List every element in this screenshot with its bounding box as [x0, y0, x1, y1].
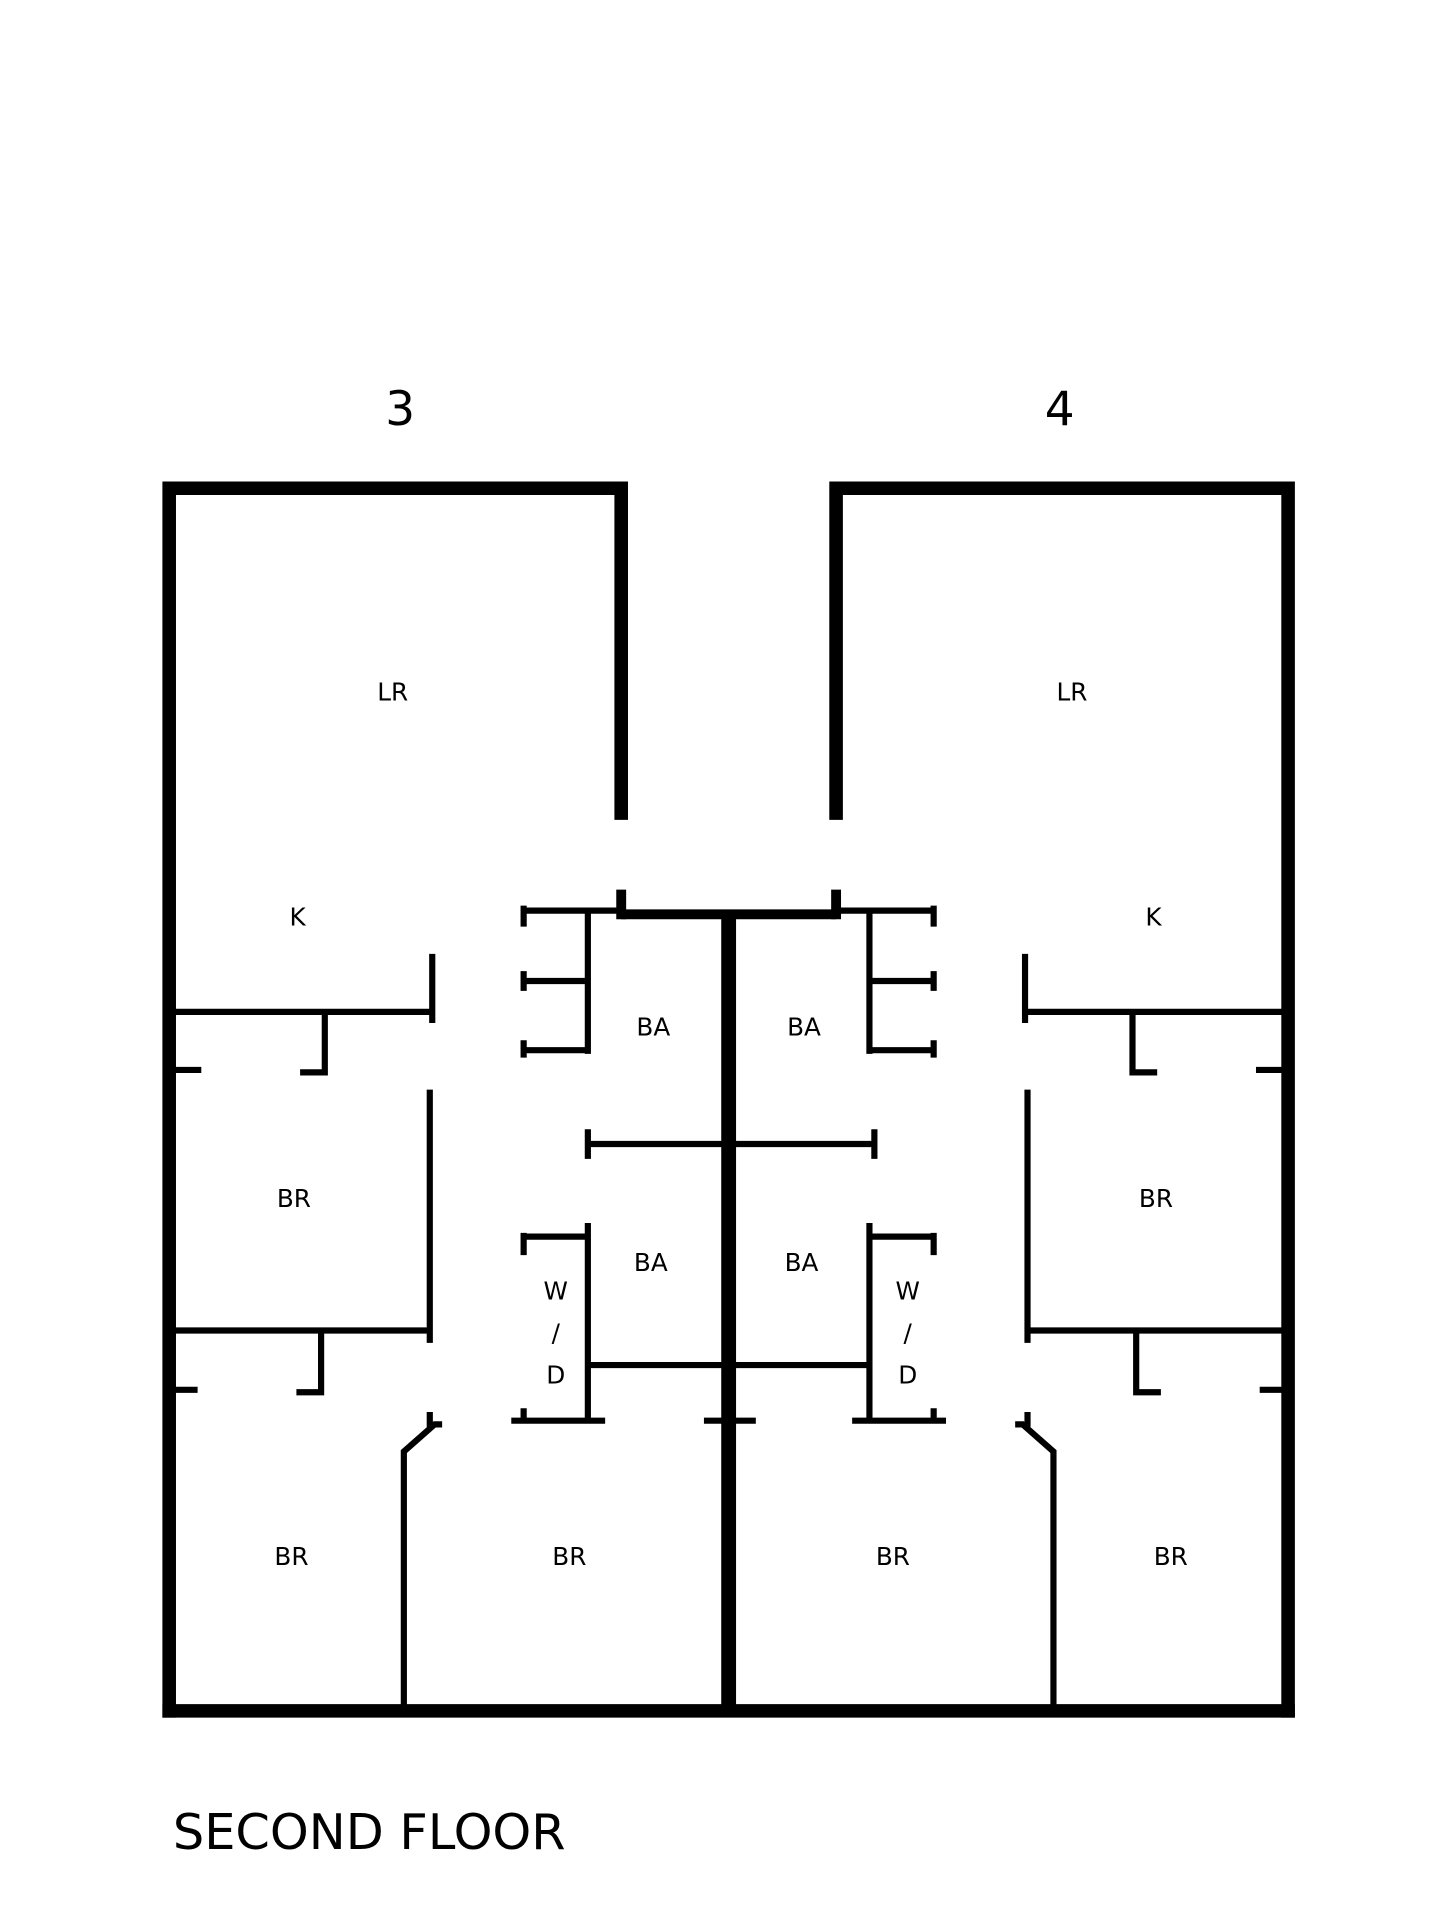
room-label-washer-dryer: D	[898, 1361, 917, 1390]
room-label-washer-dryer: /	[552, 1319, 561, 1348]
room-label-bath: BA	[785, 1248, 819, 1277]
unit-4-interior-walls	[836, 905, 1282, 1711]
room-label-living-room: LR	[1057, 678, 1088, 707]
unit-number-4: 4	[1045, 382, 1075, 437]
room-label-living-room: LR	[377, 678, 408, 707]
unit-number-3: 3	[385, 382, 415, 437]
room-label-washer-dryer: W	[544, 1277, 568, 1306]
floor-title: SECOND FLOOR	[173, 1803, 566, 1861]
room-label-washer-dryer: /	[904, 1319, 913, 1348]
room-label-kitchen: K	[290, 902, 307, 931]
unit-3-interior-walls	[175, 905, 878, 1711]
room-label-washer-dryer: D	[546, 1361, 565, 1390]
room-label-bath: BA	[636, 1012, 670, 1041]
room-label-kitchen: K	[1145, 902, 1162, 931]
room-label-bedroom: BR	[1154, 1542, 1188, 1571]
room-label-bedroom: BR	[552, 1542, 586, 1571]
room-label-washer-dryer: W	[896, 1277, 920, 1306]
room-label-bath: BA	[634, 1248, 668, 1277]
room-label-bath: BA	[787, 1012, 821, 1041]
room-label-bedroom: BR	[277, 1184, 311, 1213]
room-label-bedroom: BR	[1139, 1184, 1173, 1213]
room-label-bedroom: BR	[274, 1542, 308, 1571]
exterior-walls	[162, 481, 1295, 1718]
room-label-bedroom: BR	[876, 1542, 910, 1571]
